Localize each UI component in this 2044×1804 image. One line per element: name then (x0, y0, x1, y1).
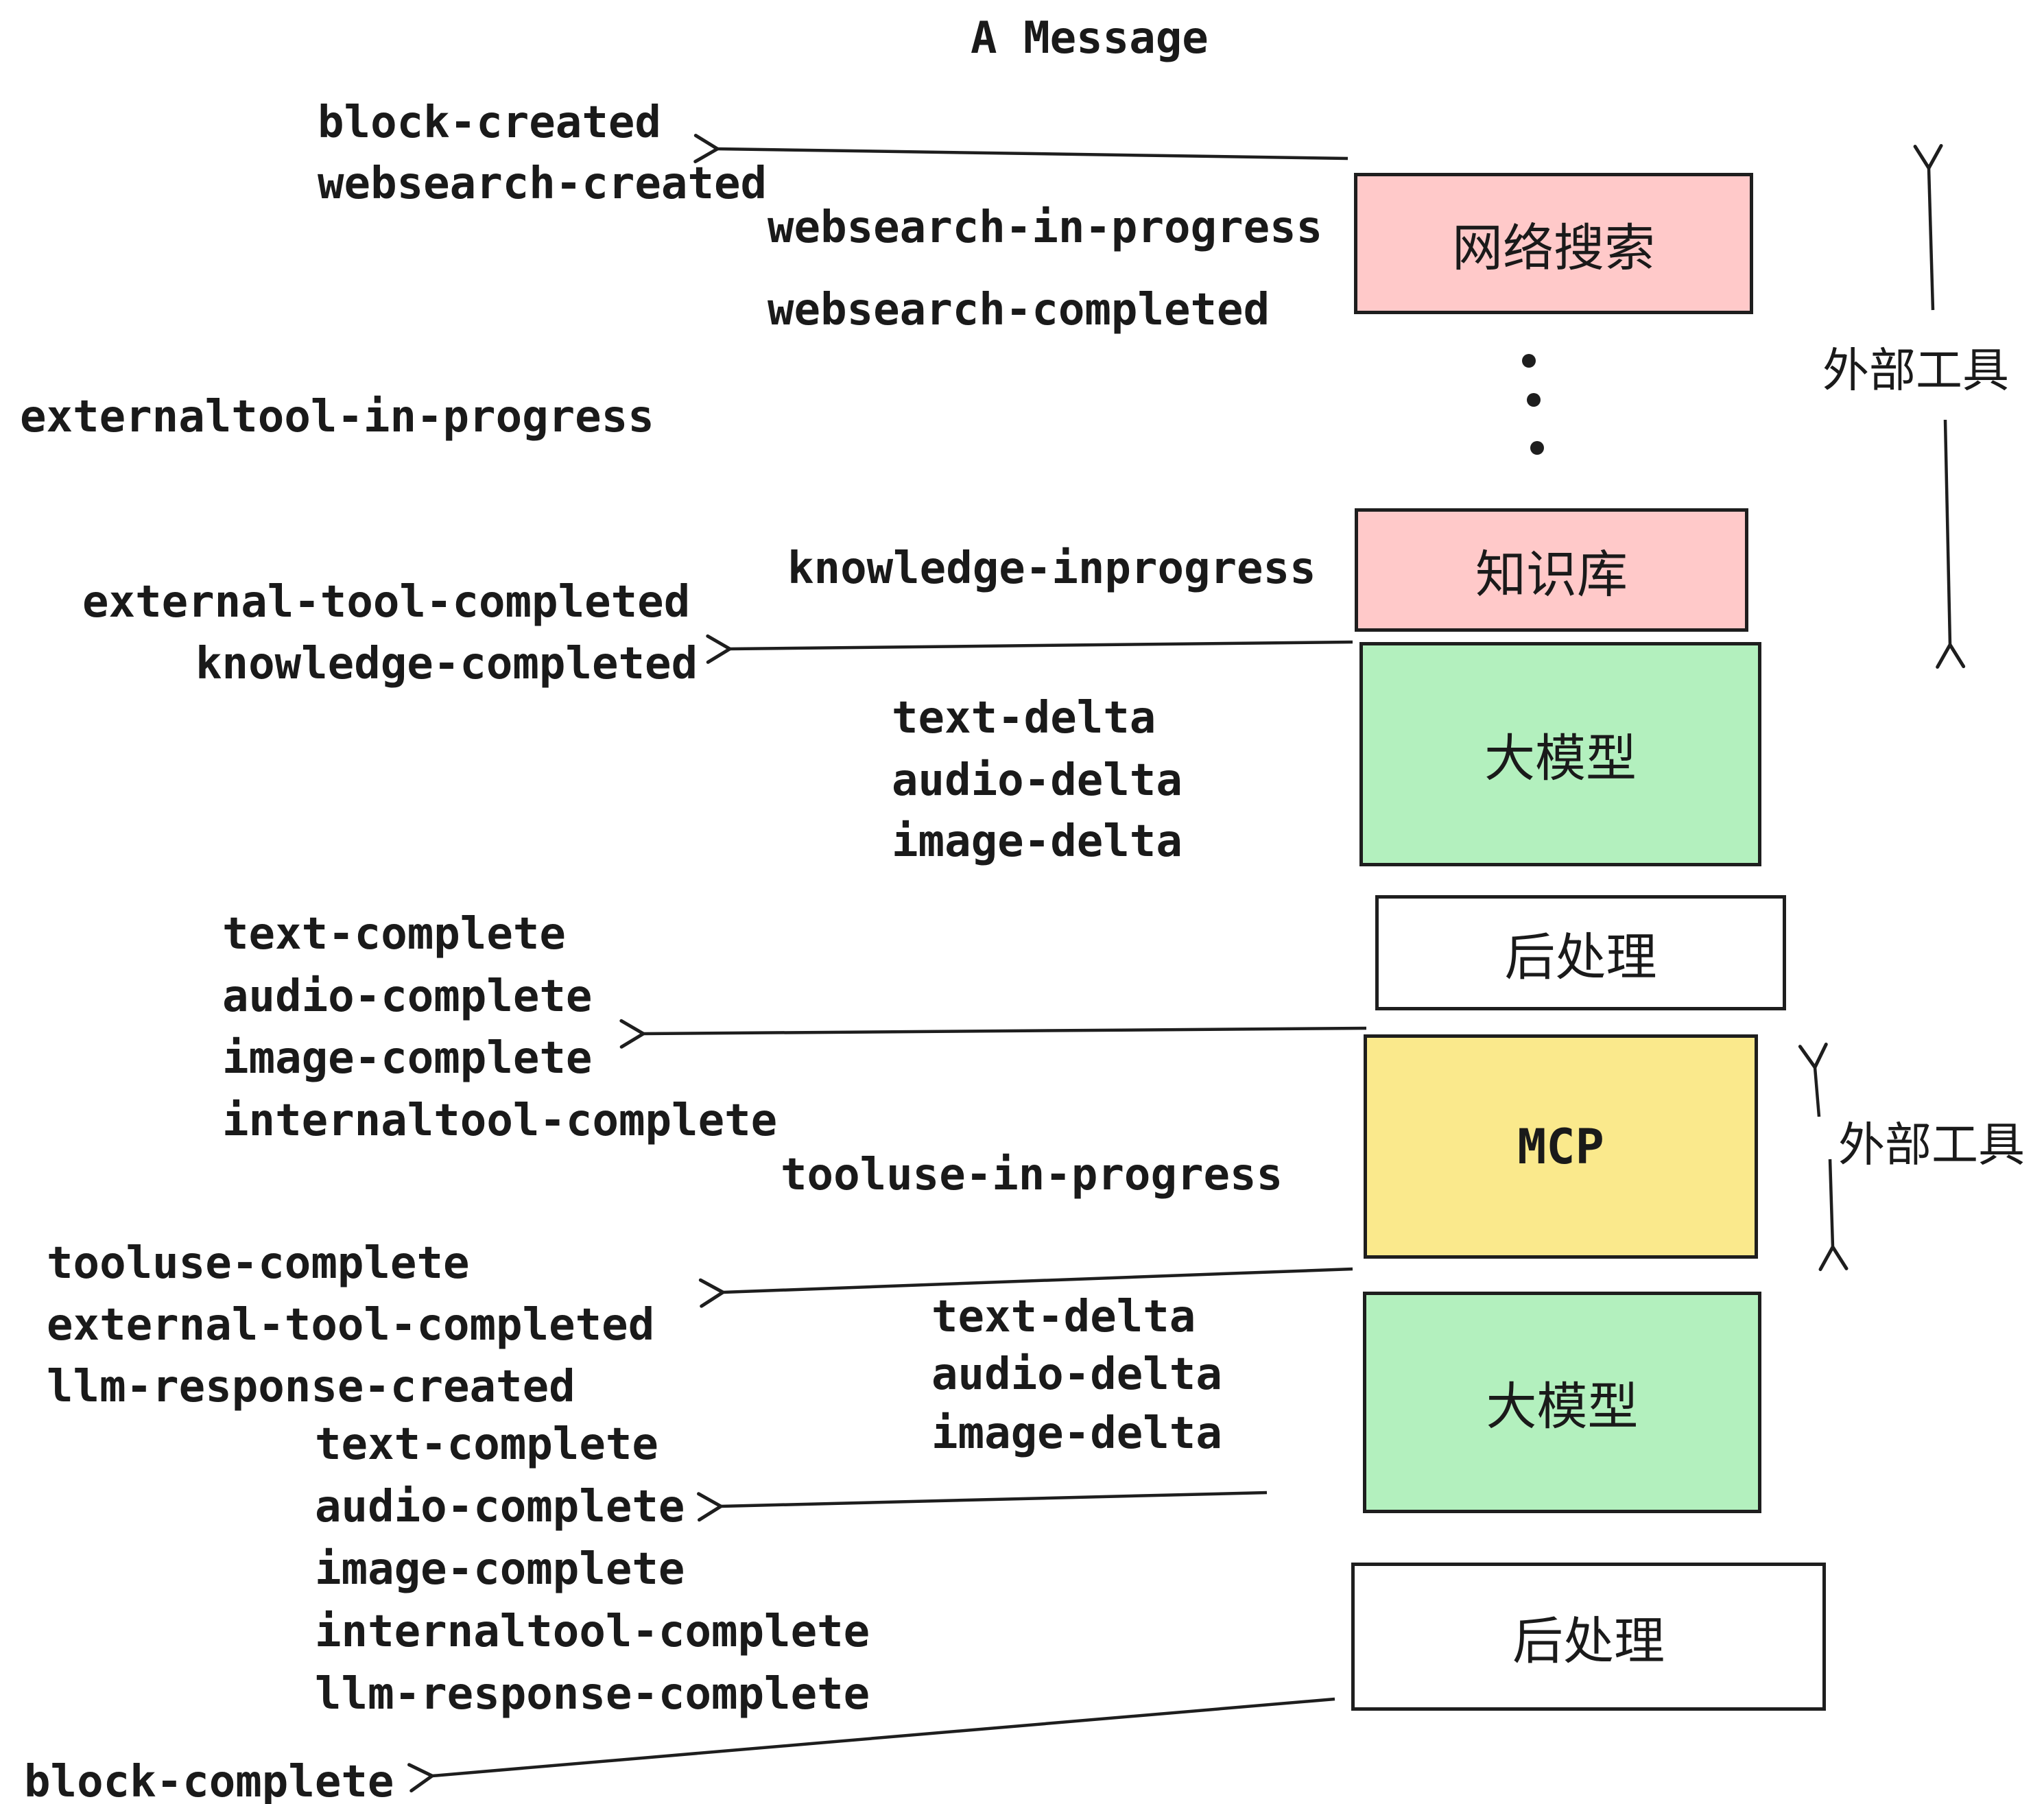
event-label-internaltool-complete: internaltool-complete (222, 1095, 778, 1146)
event-label-tooluse-in-progress: tooluse-in-progress (781, 1150, 1283, 1200)
page-title: A Message (971, 13, 1209, 64)
box-websearch: 网络搜索 (1354, 173, 1753, 314)
arrow-external-tools-1-up (1913, 143, 1943, 311)
event-label-image-delta-2: image-delta (931, 1408, 1222, 1459)
event-label-image-complete: image-complete (222, 1033, 593, 1084)
box-mcp-label: MCP (1517, 1118, 1604, 1175)
arrow-external-tools-2-up (1798, 1043, 1828, 1117)
event-label-image-complete-2: image-complete (315, 1544, 685, 1595)
event-label-websearch-created: websearch-created (318, 158, 768, 209)
external-tools-label-1: 外部工具 (1822, 344, 2010, 399)
box-knowledge: 知识库 (1355, 508, 1748, 632)
event-label-text-complete: text-complete (222, 909, 566, 960)
box-post-2: 后处理 (1351, 1563, 1826, 1711)
event-label-text-delta-2: text-delta (931, 1292, 1196, 1342)
event-label-audio-delta: audio-delta (892, 755, 1183, 806)
event-label-block-complete: block-complete (24, 1757, 394, 1804)
box-post-1: 后处理 (1375, 895, 1786, 1010)
event-label-audio-delta-2: audio-delta (931, 1349, 1222, 1400)
event-label-internaltool-complete-2: internaltool-complete (315, 1606, 870, 1657)
arrow-external-tools-1-down (1936, 419, 1966, 669)
arrow-audio-complete (697, 1491, 1268, 1522)
box-post-2-label: 后处理 (1512, 1611, 1665, 1671)
box-llm-2: 大模型 (1363, 1292, 1761, 1513)
event-label-websearch-in-progress: websearch-in-progress (768, 202, 1323, 253)
external-tools-label-2: 外部工具 (1838, 1118, 2025, 1173)
event-label-externaltool-in-progress: externaltool-in-progress (20, 392, 654, 442)
event-label-websearch-completed: websearch-completed (768, 285, 1270, 335)
event-label-knowledge-inprogress: knowledge-inprogress (787, 543, 1316, 594)
event-label-audio-complete: audio-complete (222, 971, 593, 1022)
event-label-text-delta: text-delta (892, 693, 1156, 744)
box-llm-2-label: 大模型 (1486, 1377, 1639, 1436)
arrow-tooluse-complete (698, 1267, 1353, 1308)
ellipsis-dot (1527, 393, 1541, 407)
arrow-knowledge-completed (706, 634, 1353, 664)
ellipsis-dot (1530, 441, 1544, 455)
event-label-image-delta: image-delta (892, 816, 1183, 867)
box-llm-1: 大模型 (1359, 642, 1761, 866)
arrow-websearch-created (693, 134, 1348, 164)
event-label-block-created: block-created (318, 97, 661, 148)
event-label-audio-complete-2: audio-complete (315, 1482, 685, 1532)
box-llm-1-label: 大模型 (1484, 729, 1637, 788)
event-label-external-tool-completed: external-tool-completed (82, 577, 691, 628)
box-websearch-label: 网络搜索 (1452, 218, 1655, 278)
box-post-1-label: 后处理 (1504, 927, 1657, 987)
event-label-tooluse-complete: tooluse-complete (47, 1238, 470, 1289)
arrow-external-tools-2-down (1818, 1159, 1849, 1272)
box-mcp: MCP (1364, 1034, 1758, 1259)
arrow-image-complete (619, 1019, 1367, 1049)
box-knowledge-label: 知识库 (1475, 545, 1628, 604)
event-label-external-tool-completed-2: external-tool-completed (47, 1300, 655, 1351)
event-label-llm-response-complete: llm-response-complete (315, 1669, 870, 1720)
event-label-knowledge-completed: knowledge-completed (195, 639, 698, 689)
event-label-text-complete-2: text-complete (315, 1419, 658, 1470)
ellipsis-dot (1522, 354, 1536, 368)
event-label-llm-response-created: llm-response-created (47, 1362, 575, 1412)
